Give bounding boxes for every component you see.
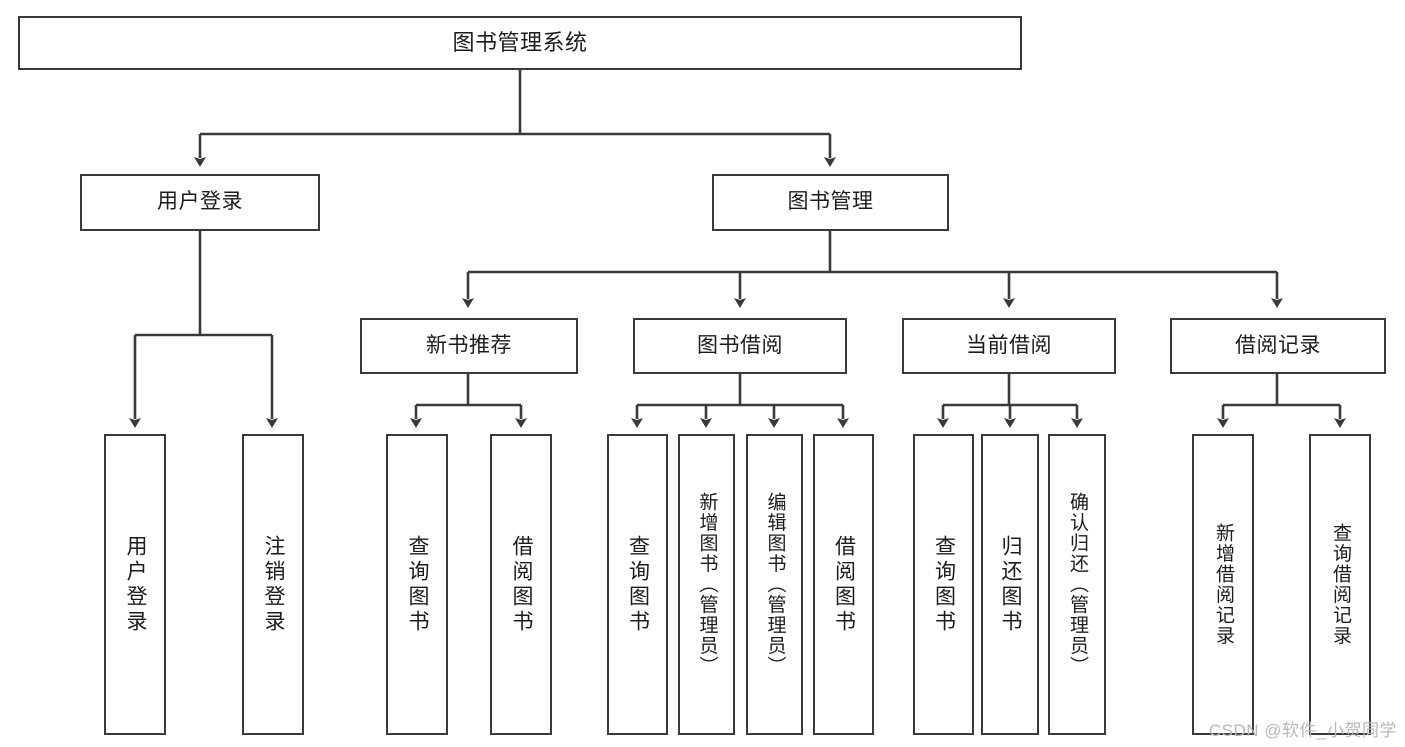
leaf-borrow-book[interactable]: 借阅图书 xyxy=(813,434,874,735)
node-label: 新增图书（管理员） xyxy=(696,492,718,677)
node-root-system[interactable]: 图书管理系统 xyxy=(18,16,1022,70)
node-label: 借阅图书 xyxy=(510,534,534,635)
node-label: 当前借阅 xyxy=(966,333,1052,357)
node-label: 新增借阅记录 xyxy=(1212,523,1234,646)
node-new-book-recommend[interactable]: 新书推荐 xyxy=(360,318,578,374)
node-current-borrow[interactable]: 当前借阅 xyxy=(902,318,1116,374)
leaf-query-book-current[interactable]: 查询图书 xyxy=(913,434,974,735)
node-user-login[interactable]: 用户登录 xyxy=(80,174,320,231)
node-label: 图书管理 xyxy=(787,190,874,214)
leaf-add-borrow-record[interactable]: 新增借阅记录 xyxy=(1192,434,1254,735)
node-label: 确认归还（管理员） xyxy=(1066,492,1088,677)
node-label: 图书管理系统 xyxy=(452,30,588,56)
leaf-add-book-admin[interactable]: 新增图书（管理员） xyxy=(678,434,735,735)
node-label: 用户登录 xyxy=(157,190,243,214)
leaf-query-book-borrow[interactable]: 查询图书 xyxy=(607,434,668,735)
leaf-query-book-new[interactable]: 查询图书 xyxy=(386,434,448,735)
node-book-borrow[interactable]: 图书借阅 xyxy=(633,318,847,374)
csdn-watermark: CSDN @软件_小贺同学 xyxy=(1208,721,1397,740)
leaf-query-borrow-record[interactable]: 查询借阅记录 xyxy=(1309,434,1371,735)
node-label: 图书借阅 xyxy=(697,333,783,357)
leaf-logout-login[interactable]: 注销登录 xyxy=(242,434,304,735)
leaf-return-book[interactable]: 归还图书 xyxy=(981,434,1039,735)
node-label: 查询图书 xyxy=(406,534,430,635)
leaf-edit-book-admin[interactable]: 编辑图书（管理员） xyxy=(746,434,803,735)
node-label: 编辑图书（管理员） xyxy=(764,492,786,677)
leaf-borrow-book-new[interactable]: 借阅图书 xyxy=(490,434,552,735)
node-label: 新书推荐 xyxy=(426,333,512,357)
node-label: 借阅记录 xyxy=(1235,333,1321,357)
node-label: 查询图书 xyxy=(626,534,650,635)
node-book-management[interactable]: 图书管理 xyxy=(712,174,949,231)
node-label: 查询借阅记录 xyxy=(1329,523,1351,646)
node-label: 归还图书 xyxy=(999,534,1023,635)
leaf-confirm-return-admin[interactable]: 确认归还（管理员） xyxy=(1048,434,1106,735)
node-borrow-record[interactable]: 借阅记录 xyxy=(1170,318,1386,374)
node-label: 查询图书 xyxy=(932,534,956,635)
node-label: 注销登录 xyxy=(262,534,286,635)
node-label: 借阅图书 xyxy=(832,534,856,635)
node-label: 用户登录 xyxy=(124,534,148,635)
leaf-user-login[interactable]: 用户登录 xyxy=(104,434,166,735)
